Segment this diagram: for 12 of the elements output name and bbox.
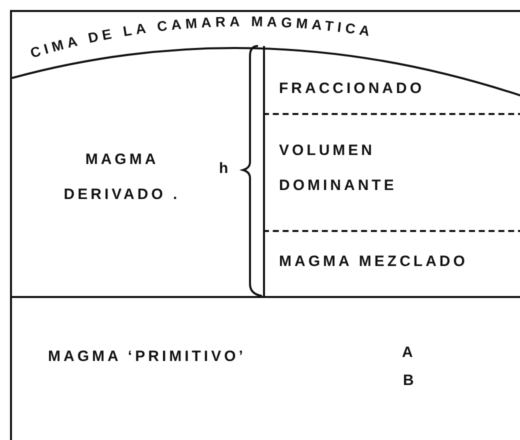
magma-zone — [263, 46, 520, 115]
point-label: A — [402, 344, 413, 362]
point-label: B — [403, 372, 414, 390]
zone-label: MAGMA MEZCLADO — [279, 252, 469, 272]
curved-label: CIMA DE LA CAMARA MAGMATICA — [28, 13, 375, 61]
magma-zone — [263, 115, 520, 232]
magma-zone — [10, 10, 520, 298]
height-symbol: h — [219, 160, 228, 178]
zone-label: VOLUMEN DOMINANTE — [279, 141, 398, 196]
zone-label: FRACCIONADO — [279, 79, 426, 99]
zone-label: MAGMA DERIVADO . — [62, 150, 182, 205]
zone-label: MAGMA ‘PRIMITIVO’ — [48, 347, 247, 367]
